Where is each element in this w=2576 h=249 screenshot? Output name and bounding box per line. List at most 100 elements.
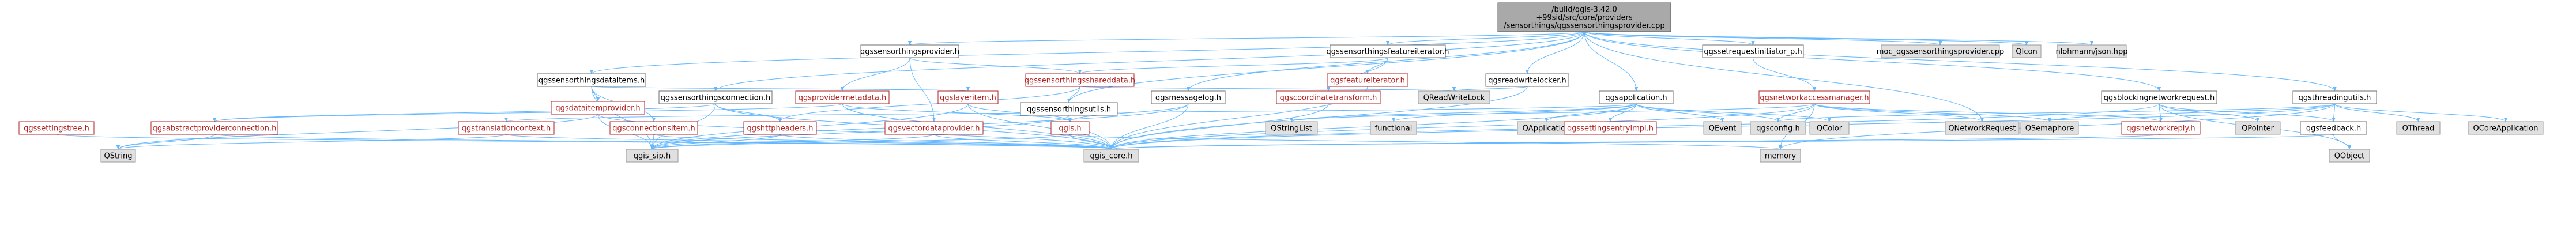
node-qicon[interactable]: QIcon <box>2012 44 2042 58</box>
node-box <box>1497 2 1671 32</box>
node-label: qgsfeedback.h <box>2306 124 2361 133</box>
node-connection-h[interactable]: qgssensorthingsconnection.h <box>658 90 773 104</box>
node-featureiterator2-h[interactable]: qgsfeatureiterator.h <box>1327 73 1408 87</box>
node-label: QStringList <box>1271 124 1312 133</box>
node-functional[interactable]: functional <box>1370 121 1417 135</box>
node-messagelog-h[interactable]: qgsmessagelog.h <box>1151 90 1226 104</box>
node-blockingnetworkrequest-h[interactable]: qgsblockingnetworkrequest.h <box>2101 90 2217 104</box>
node-label: QThread <box>2402 124 2435 133</box>
node-box <box>1276 90 1381 104</box>
node-connectionsitem-h[interactable]: qgsconnectionsitem.h <box>609 121 698 135</box>
node-translationcontext-h[interactable]: qgstranslationcontext.h <box>458 121 555 135</box>
edge-messagelog_h-to-qgis_h <box>1068 103 1189 122</box>
edge-networkreply_h-to-qgis_core_h <box>1110 134 2161 150</box>
node-label: functional <box>1375 124 1413 133</box>
edge-abstractproviderconnection_h-to-qstring <box>116 134 215 150</box>
node-qevent[interactable]: QEvent <box>1703 121 1742 135</box>
node-label: qgsvectordataprovider.h <box>888 124 980 133</box>
edge-root-to-nlohmann_json <box>1584 31 2093 46</box>
node-qnetworkrequest[interactable]: QNetworkRequest <box>1945 121 2020 135</box>
edge-dataitems_h-to-layeritem_h <box>591 86 969 92</box>
node-root[interactable]: /build/qgis-3.42.0+99sid/src/core/provid… <box>1497 2 1671 32</box>
node-qstring[interactable]: QString <box>100 149 136 163</box>
node-label: QString <box>104 152 132 161</box>
node-networkaccessmanager-h[interactable]: qgsnetworkaccessmanager.h <box>1758 90 1870 104</box>
edge-feedback_h-to-qgis_core_h <box>1110 134 2334 150</box>
node-memory[interactable]: memory <box>1760 149 1801 163</box>
node-providermetadata-h[interactable]: qgsprovidermetadata.h <box>795 90 890 104</box>
edge-providermetadata_h-to-abstractproviderconnection_h <box>213 103 843 122</box>
node-setrequestinitiator-p-h[interactable]: qgssetrequestinitiator_p.h <box>1702 44 1804 58</box>
node-qreadwritelock[interactable]: QReadWriteLock <box>1418 90 1490 104</box>
node-box <box>2468 121 2544 135</box>
node-application-h[interactable]: qgsapplication.h <box>1599 90 1674 104</box>
node-box <box>1327 73 1408 87</box>
edge-coordinatetransform_h-to-qgis_core_h <box>1109 103 1329 150</box>
node-settingsentryimpl-h[interactable]: qgssettingsentryimpl.h <box>1564 121 1657 135</box>
node-coordinatetransform-h[interactable]: qgscoordinatetransform.h <box>1276 90 1381 104</box>
node-moc-cpp[interactable]: moc_qgssensorthingsprovider.cpp <box>1877 44 2005 58</box>
node-qsemaphore[interactable]: QSemaphore <box>2020 121 2079 135</box>
node-utils-h[interactable]: qgssensorthingsutils.h <box>1020 102 1118 116</box>
node-threadingutils-h[interactable]: qgsthreadingutils.h <box>2292 90 2377 104</box>
node-qgis-core-h[interactable]: qgis_core.h <box>1083 149 1139 163</box>
node-dataitems-h[interactable]: qgssensorthingsdataitems.h <box>537 73 646 87</box>
node-box <box>1485 73 1569 87</box>
edge-networkaccessmanager_h-to-qnetworkrequest <box>1814 103 1984 122</box>
edge-feedback_h-to-qobject <box>2333 134 2352 150</box>
node-qgis-h[interactable]: qgis.h <box>1050 121 1090 135</box>
node-shareddata-h[interactable]: qgssensorthingsshareddata.h <box>1025 73 1136 87</box>
node-box <box>1083 149 1139 163</box>
node-httpheaders-h[interactable]: qgshttpheaders.h <box>743 121 817 135</box>
node-vectordataprovider-h[interactable]: qgsvectordataprovider.h <box>884 121 984 135</box>
edge-application_h-to-qapplication <box>1544 103 1637 122</box>
node-nlohmann-json[interactable]: nlohmann/json.hpp <box>2056 44 2128 58</box>
edge-shareddata_h-to-qreadwritelock <box>1079 86 1456 92</box>
node-box <box>2329 149 2370 163</box>
node-box <box>743 121 817 135</box>
node-readwritelocker-h[interactable]: qgsreadwritelocker.h <box>1485 73 1569 87</box>
edge-root-to-setrequestinitiator_p_h <box>1584 31 1755 46</box>
node-label: qgssensorthingsdataitems.h <box>538 77 645 85</box>
node-box <box>2057 44 2127 58</box>
node-qpointer[interactable]: QPointer <box>2235 121 2281 135</box>
node-qcoreapplication[interactable]: QCoreApplication <box>2468 121 2544 135</box>
node-config-h[interactable]: qgsconfig.h <box>1750 121 1806 135</box>
node-box <box>1020 102 1118 116</box>
node-label: qgsabstractproviderconnection.h <box>153 124 277 133</box>
node-label: qgssettingstree.h <box>24 124 89 133</box>
node-qstringlist[interactable]: QStringList <box>1265 121 1318 135</box>
node-qcolor[interactable]: QColor <box>1809 121 1850 135</box>
node-qgis-sip-h[interactable]: qgis_sip.h <box>626 149 679 163</box>
node-label: qgssensorthingsfeatureiterator.h <box>1326 48 1449 56</box>
node-qapplication[interactable]: QApplication <box>1517 121 1576 135</box>
edge-dataitemprovider_h-to-qstring <box>116 114 598 150</box>
edge-application_h-to-qstringlist <box>1290 103 1637 122</box>
node-dataitemprovider-h[interactable]: qgsdataitemprovider.h <box>551 101 645 115</box>
node-qthread[interactable]: QThread <box>2396 121 2441 135</box>
edge-root-to-application_h <box>1584 31 1639 92</box>
edge-layer <box>56 31 2508 150</box>
node-networkreply-h[interactable]: qgsnetworkreply.h <box>2121 121 2201 135</box>
edge-sensorthingsprovider_h-to-shareddata_h <box>909 57 1082 74</box>
node-box <box>2020 121 2079 135</box>
edge-root-to-threadingutils_h <box>1584 31 2337 92</box>
edge-translationcontext_h-to-qgis_core_h <box>506 134 1113 150</box>
edge-networkaccessmanager_h-to-qsemaphore <box>1814 103 2052 122</box>
node-abstractproviderconnection-h[interactable]: qgsabstractproviderconnection.h <box>150 121 278 135</box>
node-layeritem-h[interactable]: qgslayeritem.h <box>937 90 999 104</box>
edge-layeritem_h-to-qgis_h <box>967 103 1072 122</box>
node-featureiterator-h[interactable]: qgssensorthingsfeatureiterator.h <box>1326 44 1449 58</box>
node-qobject[interactable]: QObject <box>2329 149 2370 163</box>
node-label: qgis_sip.h <box>634 152 671 161</box>
node-label: qgsconfig.h <box>1756 124 1799 133</box>
node-settingstree-h[interactable]: qgssettingstree.h <box>18 121 95 135</box>
node-box <box>1370 121 1417 135</box>
node-sensorthingsprovider-h[interactable]: qgssensorthingsprovider.h <box>860 44 959 58</box>
node-box <box>626 149 679 163</box>
edge-application_h-to-qcolor <box>1636 103 1832 122</box>
node-feedback-h[interactable]: qgsfeedback.h <box>2300 121 2367 135</box>
node-label: QEvent <box>1709 124 1736 133</box>
